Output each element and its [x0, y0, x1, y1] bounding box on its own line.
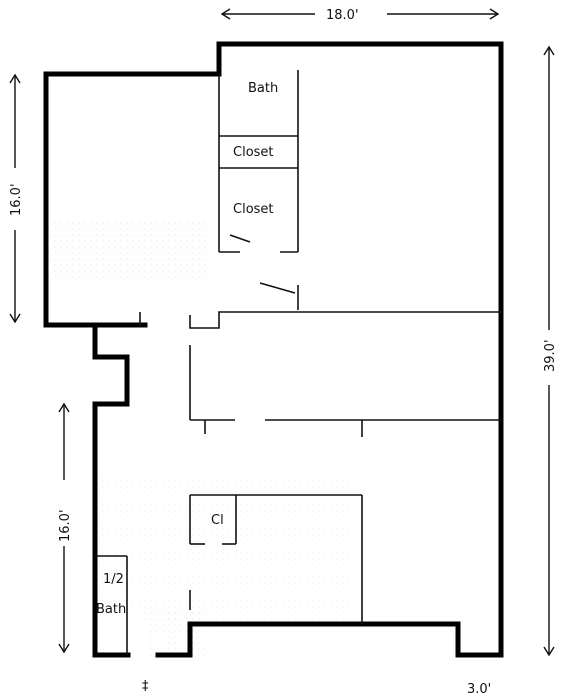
room-label-closet-2: Closet	[233, 202, 274, 217]
wall-outer-top-left	[43, 41, 504, 658]
entry-marker-icon: ‡	[142, 679, 149, 694]
room-label-half-bath-fraction: 1/2	[103, 572, 124, 587]
dimension-label-left-lower: 16.0'	[58, 509, 73, 542]
room-label-half-bath: Bath	[96, 602, 126, 617]
dimension-left-upper: 16.0'	[9, 73, 24, 324]
room-labels: Bath Closet Closet Cl 1/2 Bath	[96, 81, 278, 617]
dimension-label-right-height: 39.0'	[543, 339, 558, 372]
interior-walls	[95, 70, 501, 655]
dimension-label-top-width: 18.0'	[326, 8, 359, 23]
room-label-bath: Bath	[248, 81, 278, 96]
wall-outer-left-lower	[92, 322, 131, 658]
dimension-top: 18.0'	[220, 8, 500, 23]
outer-walls	[43, 41, 504, 658]
dimension-label-bottom-right: 3.0'	[467, 682, 491, 697]
dimension-label-left-upper: 16.0'	[9, 183, 24, 216]
room-label-closet-1: Closet	[233, 145, 274, 160]
dimension-left-lower: 16.0'	[58, 402, 73, 654]
bottom-marker: ‡	[142, 679, 149, 694]
room-label-closet-small: Cl	[211, 513, 224, 528]
dimension-right: 39.0'	[543, 45, 558, 657]
dimension-bottom-right: 3.0'	[467, 682, 491, 697]
